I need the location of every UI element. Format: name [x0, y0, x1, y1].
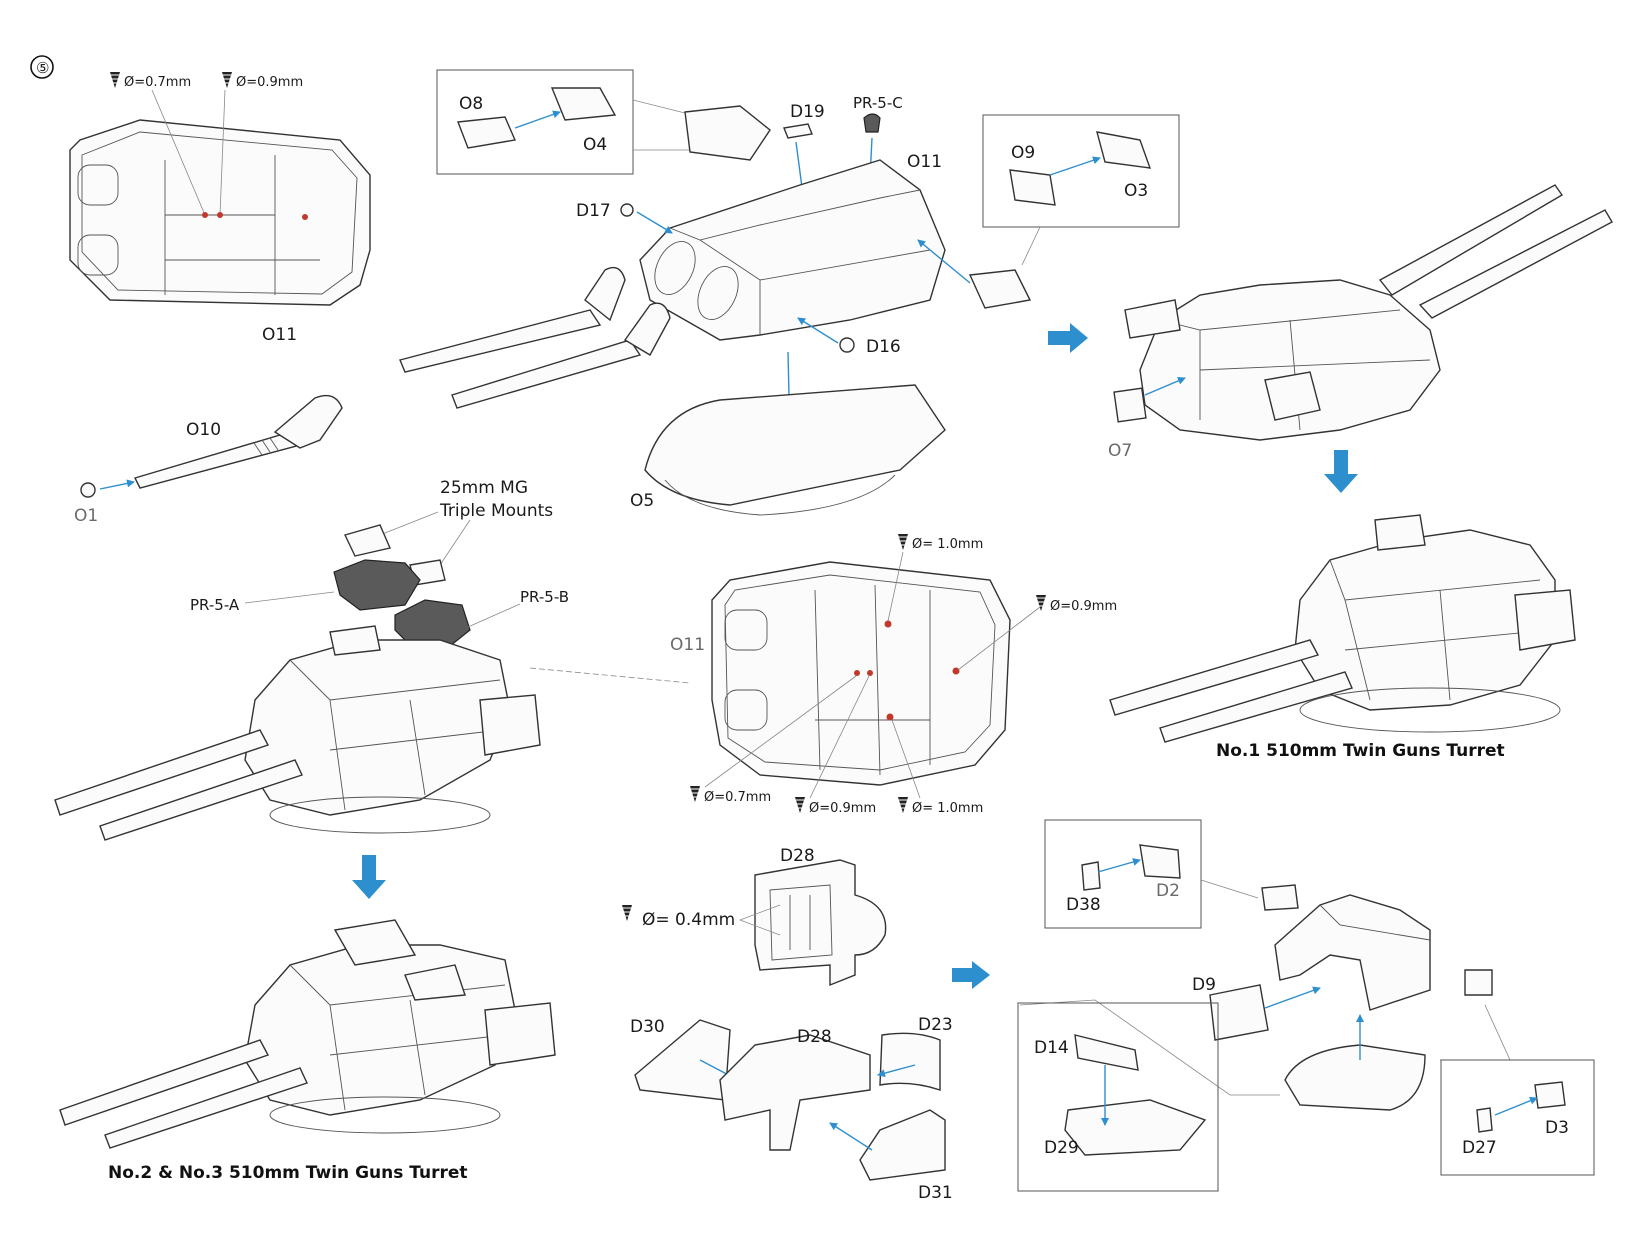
drill-size-label: Ø=0.9mm	[809, 801, 876, 816]
part-label: D3	[1545, 1118, 1569, 1138]
blue-arrow-icon	[1494, 1096, 1538, 1116]
mg-title-line1: 25mm MG	[440, 478, 528, 498]
main-turret-assembly: O8 O4 D19 PR-5-C D17 D16 O11	[399, 69, 1032, 516]
part-label: D29	[1044, 1138, 1079, 1158]
step-number-badge: ⑤	[30, 55, 54, 79]
deck-o11-center: O11 Ø= 1.0mm Ø=0.9mm Ø=0.7mm Ø=0.9mm Ø= …	[670, 533, 1117, 816]
part-label: D31	[918, 1183, 953, 1203]
gun-barrel-o10: O10 O1	[74, 394, 343, 526]
blue-arrow-icon	[636, 211, 673, 234]
blue-arrow-icon	[1324, 450, 1358, 493]
part-label: D14	[1034, 1038, 1069, 1058]
turret-body	[639, 159, 946, 341]
blue-arrow-icon	[1264, 986, 1321, 1009]
part-label: O11	[670, 635, 705, 655]
inset-box	[436, 69, 634, 175]
circled-5-icon	[30, 55, 54, 79]
part-label: O11	[262, 325, 297, 345]
inset-box	[1044, 819, 1202, 929]
turret-mg-assembly: 25mm MG Triple Mounts PR-5-A PR-5-B	[54, 478, 691, 841]
step-number: ⑤	[36, 59, 49, 77]
inset-o9-o3: O9 O3	[982, 114, 1180, 266]
deck-plate	[711, 561, 1011, 786]
blue-arrow-icon	[514, 110, 561, 129]
drill-size-label: Ø= 1.0mm	[912, 801, 983, 816]
drill-size-label: Ø=0.7mm	[704, 790, 771, 805]
mg-title-line2: Triple Mounts	[439, 501, 553, 521]
blue-arrow-icon	[797, 317, 839, 344]
resin-part-pr5a	[333, 559, 421, 611]
base-plate-o5	[644, 384, 946, 506]
part-label: PR-5-B	[520, 588, 569, 606]
blue-arrow-icon	[877, 1064, 916, 1078]
part-label: D16	[866, 337, 901, 357]
drill-marker-icon	[897, 796, 909, 814]
part-label: D19	[790, 102, 825, 122]
part-label: O5	[630, 491, 654, 511]
part-label: D28	[780, 846, 815, 866]
resin-part-pr5b	[394, 599, 471, 651]
drill-size-label: Ø=0.9mm	[236, 75, 303, 90]
drill-marker-icon	[109, 71, 121, 89]
drill-size-label: Ø=0.9mm	[1050, 599, 1117, 614]
blue-arrow-icon	[1048, 323, 1088, 353]
inset-box	[1017, 1002, 1219, 1192]
part-label: D28	[797, 1027, 832, 1047]
deck-o11-topleft: Ø=0.7mm Ø=0.9mm O11	[69, 71, 371, 345]
part-label: O1	[74, 506, 98, 526]
drill-marker-icon	[689, 785, 701, 803]
drill-marker-icon	[221, 71, 233, 89]
part-label: D9	[1192, 975, 1216, 995]
turret-o7-stage: O7	[1108, 184, 1613, 461]
drill-marker-icon	[897, 533, 909, 551]
inset-part-label: O4	[583, 135, 607, 155]
inset-part-label: O8	[459, 94, 483, 114]
drill-size-label: Ø= 0.4mm	[642, 910, 735, 930]
bottom-center-assembly: D28 Ø= 0.4mm D30 D28 D23 D31	[621, 846, 953, 1203]
part-label: D27	[1462, 1138, 1497, 1158]
blue-arrow-icon	[352, 855, 386, 899]
part-label: O7	[1108, 441, 1132, 461]
part-label: D17	[576, 201, 611, 221]
bottom-right-assembly: D38 D2 D9 D14 D29 D27 D3	[1017, 819, 1595, 1192]
drill-size-label: Ø= 1.0mm	[912, 537, 983, 552]
turret-title: No.1 510mm Twin Guns Turret	[1216, 741, 1505, 761]
part-label: PR-5-C	[853, 94, 903, 112]
blue-arrow-icon	[952, 961, 990, 989]
part-label: D30	[630, 1017, 665, 1037]
part-label: D38	[1066, 895, 1101, 915]
drill-marker-icon	[794, 796, 806, 814]
turret-no1-final: No.1 510mm Twin Guns Turret	[1109, 514, 1576, 761]
drill-marker-icon	[621, 904, 633, 922]
drill-size-label: Ø=0.7mm	[124, 75, 191, 90]
blue-arrow-icon	[1097, 858, 1141, 873]
inset-box	[982, 114, 1180, 228]
part-label: PR-5-A	[190, 596, 240, 614]
part-label: D23	[918, 1015, 953, 1035]
blue-arrow-icon	[829, 1122, 873, 1151]
part-label: O11	[907, 152, 942, 172]
resin-part-pr5c	[863, 113, 881, 133]
part-label: O10	[186, 420, 221, 440]
part-label: O3	[1124, 181, 1148, 201]
blue-arrow-icon	[1144, 377, 1186, 396]
blue-arrow-icon	[917, 239, 971, 284]
turret-no23-final: No.2 & No.3 510mm Twin Guns Turret	[59, 919, 556, 1183]
turret-title: No.2 & No.3 510mm Twin Guns Turret	[108, 1163, 468, 1183]
blue-arrow-icon	[1049, 156, 1101, 176]
part-label: D2	[1156, 881, 1180, 901]
inset-box	[1440, 1059, 1595, 1176]
blue-arrow-icon	[99, 479, 135, 490]
part-label: O9	[1011, 143, 1035, 163]
